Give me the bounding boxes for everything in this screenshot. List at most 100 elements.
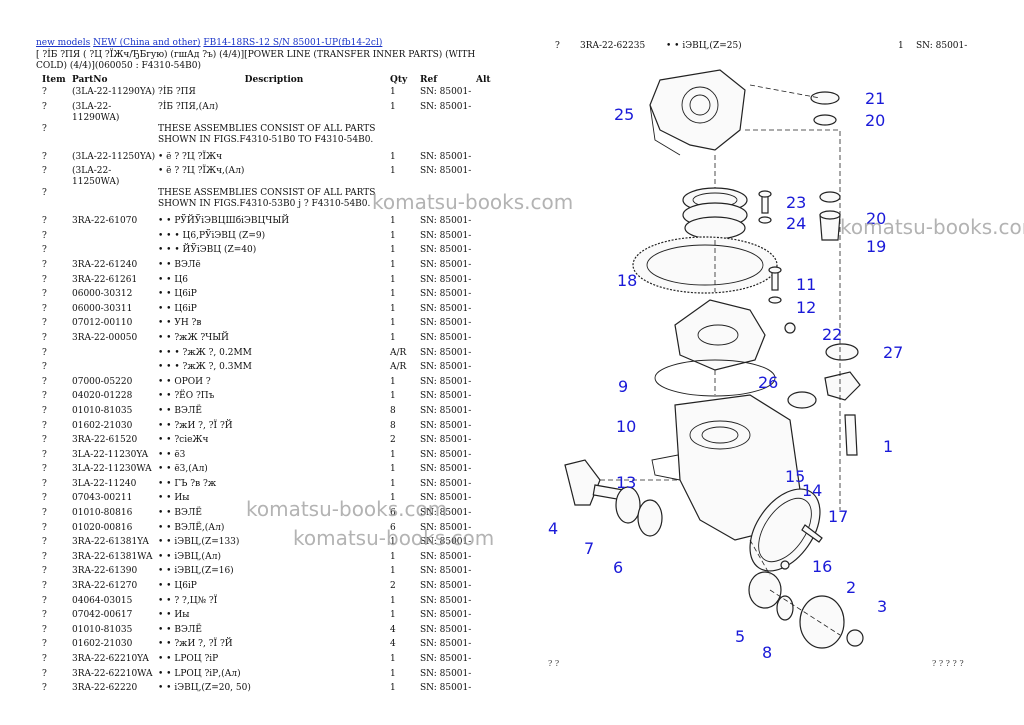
row-partno: 3LA-22-11230WA: [72, 464, 152, 475]
callout-18: 18: [617, 271, 637, 290]
row-ref: SN: 85001-: [420, 595, 472, 606]
row-item: ?: [42, 668, 47, 679]
row-alt: [476, 581, 492, 596]
row-partno: 01010-81035: [72, 624, 133, 635]
row-item: ?: [42, 624, 47, 635]
row-ref: SN: 85001-: [420, 551, 472, 562]
row-item: ?: [42, 683, 47, 694]
callout-5: 5: [735, 627, 745, 646]
row-alt: [476, 304, 492, 319]
row-alt: [476, 596, 492, 611]
row-description: • • ?ЁО ?Пъ: [158, 391, 215, 402]
row-ref: SN: 85001-: [420, 537, 472, 548]
row-partno: 3RA-22-61381YA: [72, 537, 149, 548]
header-qty: Qty: [390, 75, 408, 85]
row-ref: SN: 85001-: [420, 274, 472, 285]
row-alt: [476, 479, 492, 494]
breadcrumb-link-model[interactable]: FB14-18RS-12 S/N 85001-UP(fb14-2cl): [203, 38, 383, 48]
watermark: komatsu-books.com: [372, 190, 574, 214]
row-item: ?: [42, 639, 47, 650]
row-partno: (3LA-22-11250YA): [72, 151, 156, 162]
row-qty: 1: [390, 610, 396, 621]
row-partno: [72, 348, 158, 363]
row-alt: [476, 683, 492, 698]
breadcrumb-link-region[interactable]: NEW (China and other): [93, 38, 201, 48]
breadcrumb-link-models[interactable]: new models: [36, 38, 91, 48]
callout-24: 24: [786, 214, 806, 233]
row-item: ?: [42, 391, 47, 402]
row-qty: 1: [390, 166, 396, 177]
row-alt: [476, 450, 492, 465]
row-qty: 1: [390, 245, 396, 256]
row-ref: SN: 85001-: [420, 230, 472, 241]
row-description: • • ГЪ ?в ?ж: [158, 478, 217, 489]
row-partno: (3LA-22-11290YA): [72, 87, 156, 97]
row-qty: 1: [390, 376, 396, 387]
row-qty: 1: [390, 216, 396, 227]
right-top-ref: SN: 85001-: [916, 41, 968, 51]
row-qty: 1: [390, 595, 396, 606]
row-qty: 4: [390, 639, 396, 650]
row-qty: 1: [390, 668, 396, 679]
row-description: • • LРОЦ ?іР: [158, 654, 219, 664]
row-partno: 06000-30311: [72, 303, 133, 314]
row-qty: 1: [390, 391, 396, 402]
row-item: ?: [42, 101, 47, 112]
row-alt: [476, 508, 492, 523]
header-alt: Alt: [476, 75, 491, 85]
row-ref: SN: 85001-: [420, 405, 472, 416]
row-ref: SN: 85001-: [420, 87, 472, 97]
row-alt: [476, 289, 492, 304]
row-ref: SN: 85001-: [420, 289, 472, 300]
row-description: • • ?жИ ?, ?Ї ?Й: [158, 639, 233, 650]
row-qty: 1: [390, 551, 396, 562]
callout-4: 4: [548, 519, 558, 538]
row-description: • • ВЭЛЁ: [158, 508, 202, 519]
row-partno: 3RA-22-61390: [72, 566, 138, 577]
row-qty: 1: [390, 464, 396, 475]
row-description: • • іЭВЦ,(Z=20, 50): [158, 683, 251, 694]
row-partno: [72, 231, 158, 246]
row-partno: (3LA-22-11290WA): [72, 101, 120, 123]
callout-12: 12: [796, 298, 816, 317]
callout-8: 8: [762, 643, 772, 660]
row-description: • • Ц6іР: [158, 289, 197, 300]
row-description: • • іЭВЦ,(Z=16): [158, 566, 234, 577]
row-description: • • ё3,(Ал): [158, 464, 208, 475]
row-partno: 3RA-22-62210YA: [72, 654, 149, 664]
row-description: • • ?сіеЖч: [158, 435, 209, 446]
row-partno: 04020-01228: [72, 391, 133, 402]
row-partno: 07042-00617: [72, 610, 133, 621]
row-ref: SN: 85001-: [420, 522, 472, 533]
row-ref: SN: 85001-: [420, 332, 472, 343]
row-alt: [476, 231, 492, 246]
row-ref: SN: 85001-: [420, 449, 472, 460]
right-top-qty: 1: [898, 41, 904, 51]
page-title: [ ?İБ ?ПЯ ( ?Ц ?ЇЖч/ЂБгую) (гшАд ?ъ) (4/…: [36, 50, 476, 71]
row-ref: SN: 85001-: [420, 566, 472, 577]
row-item: ?: [42, 610, 47, 621]
row-item: ?: [42, 362, 47, 373]
row-description: • • іЭВЦ,(Z=133): [158, 537, 240, 548]
row-ref: SN: 85001-: [420, 303, 472, 314]
row-partno: 3RA-22-61270: [72, 581, 138, 592]
row-description: • • • Ц6,РЎіЭВЦ (Z=9): [158, 230, 266, 241]
callout-20: 20: [865, 111, 885, 130]
row-qty: 1: [390, 289, 396, 300]
callout-22: 22: [822, 325, 842, 344]
row-partno: [72, 362, 158, 377]
row-qty: 6: [390, 522, 396, 533]
row-ref: SN: 85001-: [420, 166, 472, 177]
row-alt: [476, 124, 492, 152]
row-ref: SN: 85001-: [420, 362, 472, 373]
row-alt: [476, 669, 492, 684]
